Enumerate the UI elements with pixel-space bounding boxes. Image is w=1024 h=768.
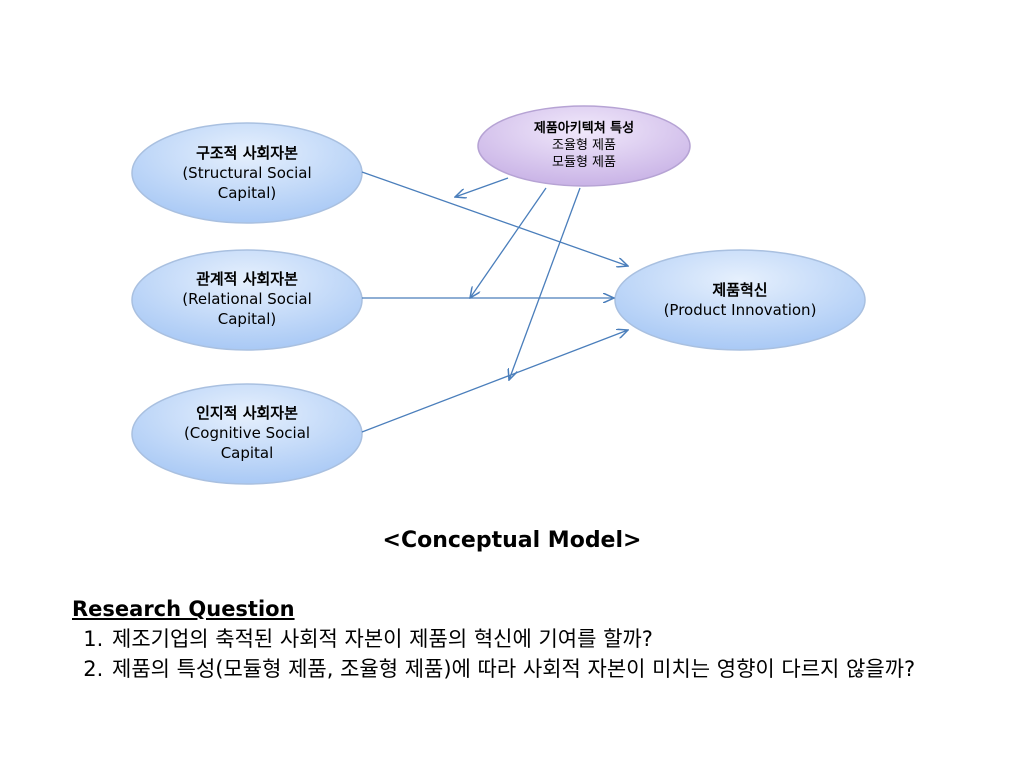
node-moderator: 제품아키텍쳐 특성 조율형 제품 모듈형 제품 [494, 120, 674, 171]
node-structural-line-2: Capital) [217, 184, 277, 202]
node-structural-line-1: (Structural Social [182, 164, 312, 182]
node-cognitive-shape [131, 383, 363, 485]
arrow-cognitive-to-innovation [361, 330, 628, 433]
node-relational: 관계적 사회자본 (Relational Social Capital) [147, 269, 347, 329]
node-structural: 구조적 사회자본 (Structural Social Capital) [147, 143, 347, 203]
node-relational-line-1: (Relational Social [182, 290, 312, 308]
research-question-title: Research Question [72, 597, 295, 621]
node-cognitive: 인지적 사회자본 (Cognitive Social Capital [147, 403, 347, 463]
node-cognitive-title: 인지적 사회자본 [196, 404, 298, 422]
node-structural-title: 구조적 사회자본 [196, 144, 298, 162]
diagram-caption: <Conceptual Model> [382, 528, 642, 553]
research-question-item-2: 제품의 특성(모듈형 제품, 조율형 제품)에 따라 사회적 자본이 미치는 영… [110, 654, 962, 684]
node-innovation-line-1: (Product Innovation) [663, 301, 817, 319]
node-relational-title: 관계적 사회자본 [196, 270, 298, 288]
node-relational-shape [131, 249, 363, 351]
arrow-moderator-to-structural-path [455, 177, 509, 197]
arrow-moderator-to-cognitive-path [509, 187, 581, 380]
arrow-structural-to-innovation [361, 171, 628, 266]
research-question-section: Research Question 제조기업의 축적된 사회적 자본이 제품의 … [72, 594, 962, 684]
node-moderator-title: 제품아키텍쳐 특성 [533, 121, 635, 136]
node-relational-line-2: Capital) [217, 310, 277, 328]
node-innovation: 제품혁신 (Product Innovation) [630, 280, 850, 320]
node-structural-shape [131, 122, 363, 224]
research-question-list: 제조기업의 축적된 사회적 자본이 제품의 혁신에 기여를 할까? 제품의 특성… [72, 624, 962, 684]
node-innovation-title: 제품혁신 [712, 281, 768, 299]
node-moderator-line-2: 모듈형 제품 [552, 155, 616, 170]
conceptual-model-diagram [131, 105, 866, 485]
node-moderator-shape [477, 105, 691, 187]
node-moderator-line-1: 조율형 제품 [552, 138, 616, 153]
node-cognitive-line-2: Capital [220, 444, 274, 462]
arrow-moderator-to-relational-path [470, 187, 547, 298]
research-question-item-1: 제조기업의 축적된 사회적 자본이 제품의 혁신에 기여를 할까? [110, 624, 962, 654]
node-innovation-shape [614, 249, 866, 351]
node-cognitive-line-1: (Cognitive Social [183, 424, 311, 442]
